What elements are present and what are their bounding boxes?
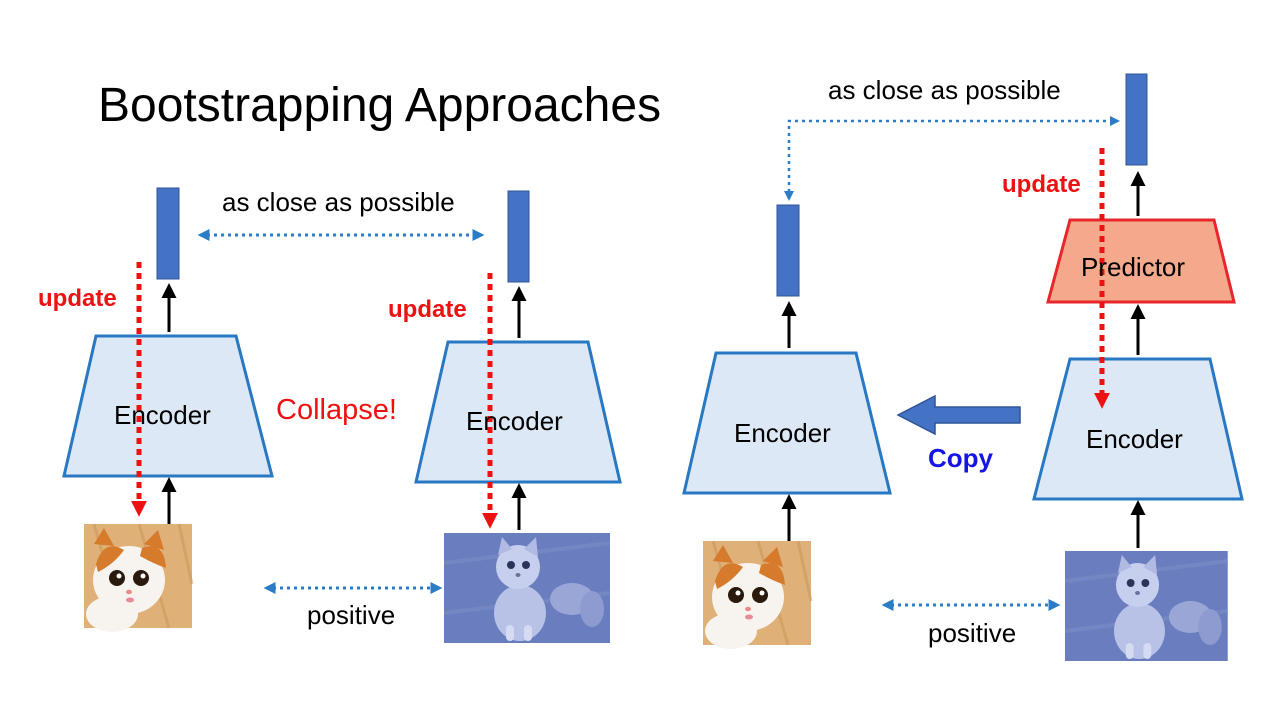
left-encoder-a-label: Encoder — [114, 400, 211, 430]
right-embedding-target — [776, 204, 800, 297]
right-encoder-target-label: Encoder — [734, 418, 831, 448]
right-cat-blue-image — [1063, 549, 1230, 663]
left-embedding-b — [507, 190, 530, 283]
collapse-label: Collapse! — [276, 394, 397, 426]
right-predictor — [1046, 218, 1236, 304]
right-close-arrow — [784, 116, 1120, 201]
left-embedding-a — [156, 187, 180, 280]
predictor-label: Predictor — [1081, 252, 1186, 282]
left-close-label: as close as possible — [222, 187, 455, 217]
left-cat-color-image — [82, 522, 194, 634]
right-encoder-target — [682, 351, 892, 495]
right-close-label: as close as possible — [828, 75, 1061, 105]
left-encoder-b — [414, 340, 622, 484]
right-cat-color-image — [701, 539, 813, 651]
left-update-label-b: update — [388, 296, 467, 323]
left-encoder-b-label: Encoder — [466, 406, 563, 436]
slide-title: Bootstrapping Approaches — [98, 79, 662, 132]
left-encoder-a — [62, 334, 274, 478]
right-positive-label: positive — [928, 618, 1017, 648]
right-update-label: update — [1002, 171, 1081, 198]
right-embedding-online — [1125, 73, 1148, 166]
left-cat-blue-image — [442, 531, 612, 645]
copy-arrow — [896, 394, 1021, 436]
right-encoder-online-label: Encoder — [1086, 424, 1183, 454]
copy-label: Copy — [928, 443, 993, 473]
left-update-label-a: update — [38, 285, 117, 312]
left-positive-label: positive — [307, 600, 396, 630]
right-encoder-online — [1032, 357, 1244, 501]
